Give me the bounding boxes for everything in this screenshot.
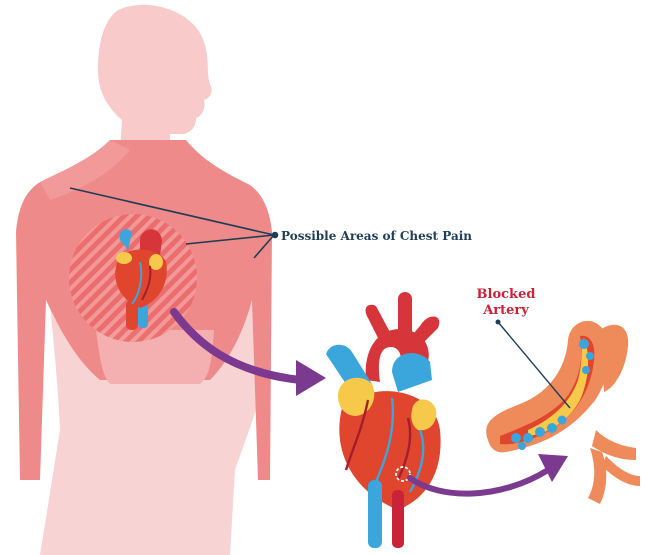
artery-pointer [496,320,571,409]
arrow-to-heart-head [296,360,326,396]
chest-pain-label: Possible Areas of Chest Pain [281,229,472,243]
blocked-artery-label-line2: Artery [471,303,541,319]
head [98,5,212,150]
large-heart [326,292,441,548]
human-figure [16,5,272,555]
blocked-artery-label: Blocked Artery [471,287,541,319]
arrow-to-artery-head [538,454,568,482]
blocked-artery [486,321,640,504]
blocked-artery-label-line1: Blocked [471,287,541,303]
